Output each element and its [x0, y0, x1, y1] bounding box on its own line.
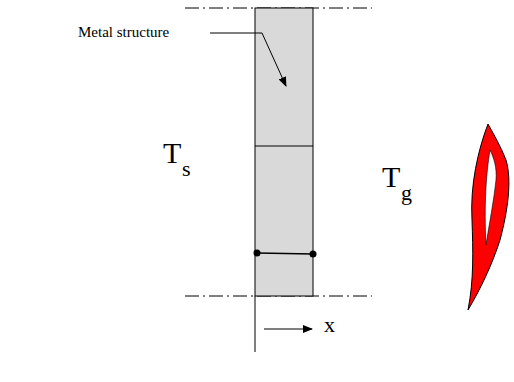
node-dot — [254, 250, 261, 257]
metal-slab — [255, 8, 313, 296]
axis-label: x — [324, 314, 335, 336]
axis-origin-line — [255, 296, 256, 352]
slab-division — [255, 146, 313, 147]
temperature-symbol: T — [382, 162, 400, 192]
subscript: g — [401, 182, 412, 204]
flame — [468, 124, 509, 310]
leader-line — [210, 33, 286, 86]
subscript: s — [182, 158, 191, 180]
x-axis-arrow — [264, 329, 312, 330]
flame-core — [485, 150, 496, 245]
node-dot — [310, 251, 317, 258]
temperature-symbol: T — [163, 138, 181, 168]
part-label: Metal structure — [78, 25, 169, 40]
node-line — [257, 253, 313, 254]
